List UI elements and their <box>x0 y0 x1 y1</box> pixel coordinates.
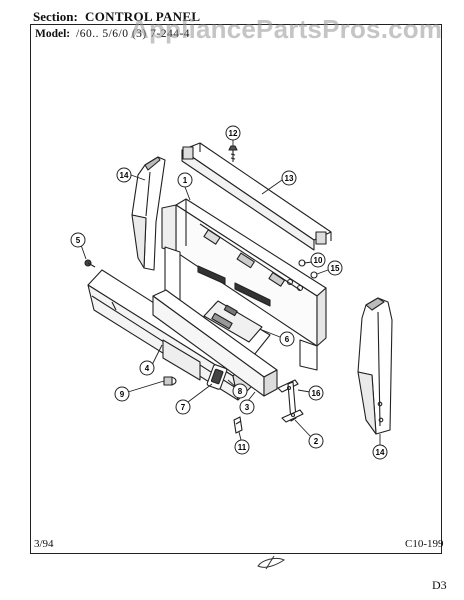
svg-text:3: 3 <box>245 403 250 412</box>
svg-text:10: 10 <box>314 256 323 265</box>
revision-date: 3/94 <box>34 538 54 550</box>
top-rail-part <box>181 142 332 251</box>
svg-text:11: 11 <box>238 443 247 452</box>
small-screw-part <box>84 259 96 268</box>
leader-line <box>316 269 329 275</box>
section-label: Section: <box>33 9 78 24</box>
callout-2: 2 <box>308 433 324 449</box>
callout-4: 4 <box>139 360 155 376</box>
screw-part <box>228 145 238 162</box>
svg-text:1: 1 <box>183 176 188 185</box>
leader-line <box>238 431 242 441</box>
callout-3: 3 <box>239 399 255 415</box>
callout-group: 12 13 1 14 5 10 15 6 4 8 3 7 9 11 16 2 1… <box>70 125 388 460</box>
rocker-switch-part <box>206 364 228 390</box>
svg-text:8: 8 <box>238 387 243 396</box>
leader-line <box>261 329 281 338</box>
svg-text:4: 4 <box>145 364 150 373</box>
callout-5: 5 <box>70 232 86 248</box>
diagram-frame <box>30 24 442 554</box>
svg-text:6: 6 <box>285 335 290 344</box>
svg-text:15: 15 <box>331 264 340 273</box>
callout-1: 1 <box>177 172 193 188</box>
control-panel-frame-part <box>161 198 327 371</box>
callout-14-right: 14 <box>372 444 388 460</box>
scan-mark: D3 <box>432 578 447 592</box>
handwritten-mark <box>257 555 285 570</box>
leader-line <box>127 380 165 393</box>
leader-line <box>187 383 213 403</box>
callout-14: 14 <box>116 167 132 183</box>
mounting-bracket-part <box>277 379 304 423</box>
svg-text:2: 2 <box>314 437 319 446</box>
section-heading: Section: CONTROL PANEL <box>33 9 200 25</box>
callout-11: 11 <box>234 439 250 455</box>
right-end-trim-part <box>357 297 393 435</box>
leader-line <box>303 261 313 264</box>
svg-text:9: 9 <box>120 390 125 399</box>
svg-text:13: 13 <box>285 174 294 183</box>
svg-text:12: 12 <box>229 129 238 138</box>
callout-8: 8 <box>232 383 248 399</box>
callout-10: 10 <box>310 252 326 268</box>
leader-line <box>151 344 163 366</box>
callout-16: 16 <box>308 385 324 401</box>
leader-line <box>261 179 283 195</box>
model-value: /60.. 5/6/0 (3) 7-244-4 <box>76 28 191 40</box>
svg-text:7: 7 <box>181 403 186 412</box>
callout-6: 6 <box>279 331 295 347</box>
callout-12: 12 <box>225 125 241 141</box>
model-heading: Model: /60.. 5/6/0 (3) 7-244-4 <box>35 28 190 40</box>
knob-part <box>163 376 177 386</box>
svg-text:16: 16 <box>312 389 321 398</box>
small-clip-part <box>233 416 243 434</box>
section-value: CONTROL PANEL <box>85 9 201 24</box>
model-label: Model: <box>35 28 71 40</box>
callout-7: 7 <box>175 399 191 415</box>
page-code: C10-199 <box>405 538 444 550</box>
leader-line <box>297 389 311 393</box>
bottom-bracket-part <box>152 289 278 397</box>
svg-text:5: 5 <box>76 236 81 245</box>
left-end-trim-part <box>131 156 166 271</box>
leader-line <box>130 174 146 181</box>
svg-text:14: 14 <box>376 448 385 457</box>
callout-15: 15 <box>327 260 343 276</box>
watermark-text: AppliancePartsPros.com <box>130 14 443 44</box>
callout-13: 13 <box>281 170 297 186</box>
clock-display-board-part <box>199 300 271 356</box>
leader-line <box>184 186 191 201</box>
leader-line <box>80 244 87 260</box>
svg-text:14: 14 <box>120 171 129 180</box>
callout-9: 9 <box>114 386 130 402</box>
leader-line <box>294 419 312 438</box>
